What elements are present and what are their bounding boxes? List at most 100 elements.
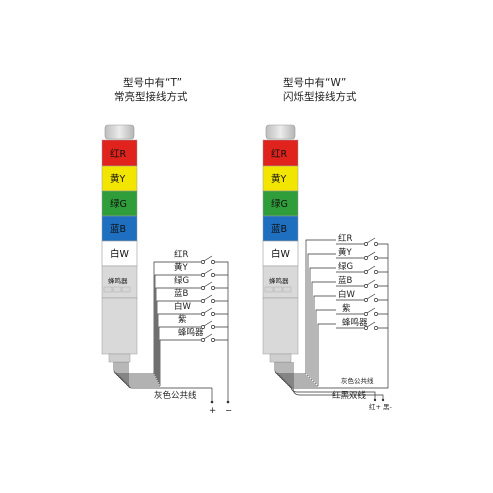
left-terminal-minus (226, 400, 230, 404)
left-common-wire (127, 362, 212, 389)
right-wire-label-buzzer: 蜂鸣器 (342, 317, 368, 328)
left-switch-dot (201, 260, 205, 264)
left-riser-buzzer (159, 339, 172, 386)
left-segment-yellow (101, 165, 138, 192)
left-common-label: 灰色公共线 (154, 390, 197, 401)
right-switch-blade (366, 279, 376, 286)
left-grille-2 (112, 286, 122, 293)
right-label-green: 绿G (271, 198, 288, 210)
right-switch-dot (374, 326, 378, 330)
left-wire-label-white: 白W (174, 301, 192, 312)
right-switch-dot (364, 284, 368, 288)
left-wire-label-buzzer: 蜂鸣器 (178, 327, 204, 338)
left-segment-blue (101, 215, 138, 242)
right-riser-red (305, 239, 336, 374)
right-grille-1 (264, 286, 274, 293)
left-grille-1 (103, 286, 113, 293)
right-switch-blade (366, 265, 376, 272)
left-riser-yellow (154, 274, 172, 376)
tower-light-right: 型号中有“W” 闪烁型接线方式 红R 黄Y 绿G 蓝B 白W 蜂鸣器 (262, 76, 393, 411)
left-base (108, 353, 131, 363)
left-switch-dot (211, 286, 215, 290)
right-label-white: 白W (271, 248, 291, 260)
left-segment-red (101, 139, 138, 167)
right-flash-terminals: 红+ 黑- (369, 402, 393, 411)
right-switch-dot (374, 256, 378, 260)
right-switch-blade (366, 237, 376, 244)
right-bus-taps (378, 257, 388, 329)
left-wire-label-purple: 紫 (178, 315, 187, 325)
right-wire-label-white: 白W (338, 289, 356, 300)
left-switch-dot (211, 325, 215, 329)
left-switch-dot (201, 338, 205, 342)
left-switch-dot (201, 286, 205, 290)
right-switch-blade (366, 321, 376, 328)
right-wire-label-yellow: 黄Y (338, 247, 353, 258)
left-riser-green (155, 287, 172, 378)
left-switches (201, 255, 215, 342)
left-label-red: 红R (110, 148, 127, 160)
right-bundle-wire-5 (282, 362, 314, 383)
right-wire-label-green: 绿G (338, 261, 353, 272)
left-riser-blue (156, 300, 172, 380)
right-switch-blade (366, 251, 376, 258)
left-switch-dot (201, 312, 205, 316)
left-switch-blade (203, 307, 213, 314)
right-base (269, 353, 292, 363)
right-terminal-black (381, 398, 385, 402)
left-bundle-wire-5 (121, 362, 158, 383)
right-grille-2 (273, 286, 283, 293)
left-label-white: 白W (110, 248, 130, 260)
left-switch-blade (203, 255, 213, 262)
left-switch-blade (203, 268, 213, 275)
right-wire-label-red: 红R (338, 233, 353, 244)
right-pole (262, 297, 299, 355)
right-switch-dot (364, 242, 368, 246)
right-switch-dot (374, 298, 378, 302)
right-switch-blade (366, 307, 376, 314)
right-switch-dot (364, 298, 368, 302)
right-grille-3 (282, 286, 292, 293)
right-riser-purple (315, 309, 336, 384)
right-label-blue: 蓝B (271, 223, 287, 235)
left-switch-blade (203, 294, 213, 301)
left-plus-label: + (209, 406, 216, 416)
right-riser-green (309, 267, 336, 378)
left-switch-dot (201, 299, 205, 303)
right-segment-white (262, 240, 299, 267)
right-segment-buzzer (262, 265, 299, 299)
right-common-bus (372, 243, 389, 389)
right-cap (265, 124, 296, 140)
right-segment-blue (262, 215, 299, 242)
right-switch-dot (374, 284, 378, 288)
left-minus-label: − (225, 406, 232, 416)
left-switch-dot (211, 273, 215, 277)
right-bundle-wire-6 (284, 362, 316, 385)
right-riser-blue (311, 281, 336, 380)
right-flash-wire-black (292, 362, 372, 396)
right-switches (364, 237, 378, 330)
left-grille-3 (121, 286, 131, 293)
right-terminal-red (373, 398, 377, 402)
left-switch-dot (201, 273, 205, 277)
left-riser-white (157, 313, 172, 382)
left-bundle-wire-4 (119, 362, 157, 381)
left-switch-dot (201, 325, 205, 329)
left-wire-label-green: 绿G (174, 275, 189, 286)
right-bundle-wire-4 (280, 362, 312, 381)
right-flash-wire-red (290, 362, 372, 393)
right-switch-dot (364, 326, 368, 330)
right-label-buzzer: 蜂鸣器 (269, 276, 289, 285)
right-flash-red-lead (372, 391, 376, 400)
left-switch-dot (211, 338, 215, 342)
left-switch-blade (203, 333, 213, 340)
left-cap (104, 124, 135, 140)
left-title-line2: 常亮型接线方式 (114, 90, 188, 103)
left-riser-red (153, 261, 172, 374)
left-switch-blade (203, 320, 213, 327)
right-label-yellow: 黄Y (271, 173, 287, 185)
left-bundle-wire-7 (125, 362, 160, 387)
right-label-red: 红R (271, 148, 288, 160)
left-title-line1: 型号中有“T” (123, 76, 182, 89)
right-wire-label-blue: 蓝B (338, 275, 353, 286)
